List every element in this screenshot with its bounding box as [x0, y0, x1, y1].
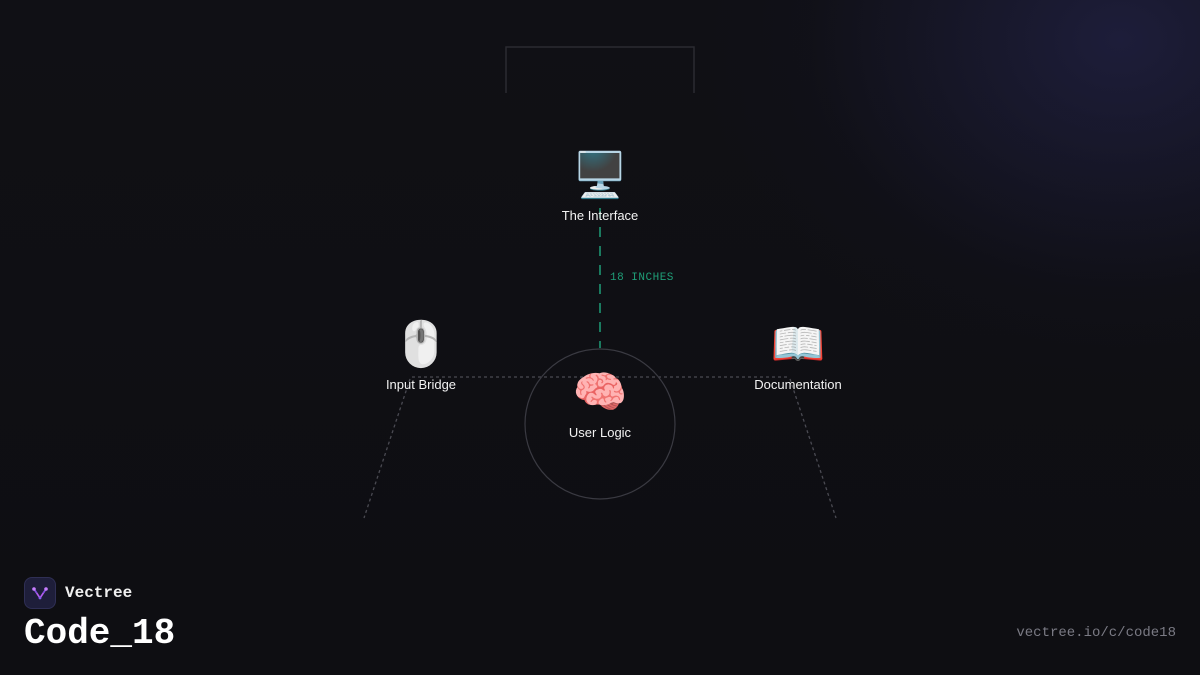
- brain-icon: 🧠: [572, 367, 628, 418]
- open-book-icon: 📖: [770, 319, 826, 370]
- page-title: Code_18: [24, 613, 176, 654]
- right-diagonal-connector: [789, 378, 837, 519]
- left-diagonal-connector: [363, 378, 411, 519]
- page-url[interactable]: vectree.io/c/code18: [1016, 625, 1176, 641]
- brand: Vectree: [24, 577, 132, 609]
- distance-label: 18 INCHES: [610, 272, 674, 284]
- desktop-computer-icon: 🖥️: [572, 150, 628, 201]
- node-input-bridge: 🖱️ Input Bridge: [341, 319, 501, 392]
- user-logic-circle: [524, 348, 676, 500]
- node-user-logic: 🧠 User Logic: [520, 367, 680, 440]
- node-documentation: 📖 Documentation: [718, 319, 878, 392]
- top-bracket: [505, 46, 695, 93]
- node-label: User Logic: [568, 425, 632, 440]
- node-label: Documentation: [754, 377, 842, 392]
- node-label: Input Bridge: [385, 377, 457, 392]
- node-label: The Interface: [561, 208, 639, 223]
- brand-name: Vectree: [65, 584, 133, 602]
- vectree-logo-icon: [24, 577, 56, 609]
- computer-mouse-icon: 🖱️: [393, 319, 449, 370]
- node-the-interface: 🖥️ The Interface: [520, 150, 680, 223]
